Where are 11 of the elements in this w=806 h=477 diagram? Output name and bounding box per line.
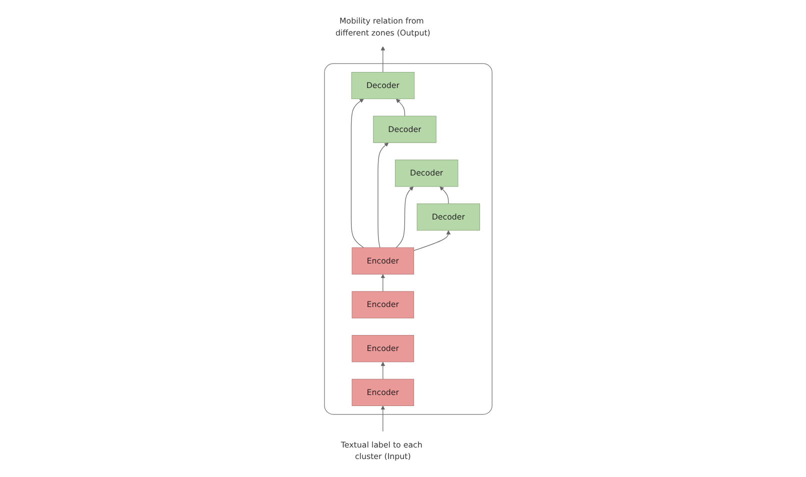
arrow (380, 46, 386, 72)
arrow (396, 98, 406, 116)
arrow (440, 186, 449, 204)
arrow (413, 230, 451, 250)
arrow (380, 274, 386, 292)
cluster (324, 62, 492, 414)
arrow (396, 186, 414, 248)
arrow (380, 405, 386, 432)
arrow (378, 142, 389, 248)
arrow (380, 361, 386, 379)
arrow (350, 98, 364, 248)
